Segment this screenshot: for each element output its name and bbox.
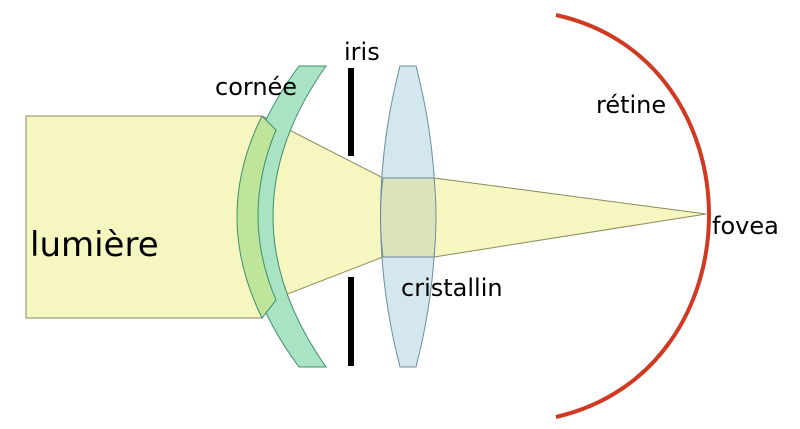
- iris-lower: [348, 277, 354, 366]
- label-light: lumière: [30, 225, 159, 265]
- label-fovea: fovea: [712, 212, 779, 240]
- cornea-light-overlap: [236, 115, 277, 319]
- iris-upper: [348, 68, 354, 156]
- label-cornea: cornée: [215, 73, 297, 101]
- label-retina: rétine: [596, 91, 666, 119]
- retina: [555, 13, 711, 419]
- label-iris: iris: [344, 38, 380, 66]
- lens-light-overlap: [380, 177, 437, 258]
- light-beam: [25, 115, 707, 319]
- label-lens: cristallin: [401, 274, 503, 302]
